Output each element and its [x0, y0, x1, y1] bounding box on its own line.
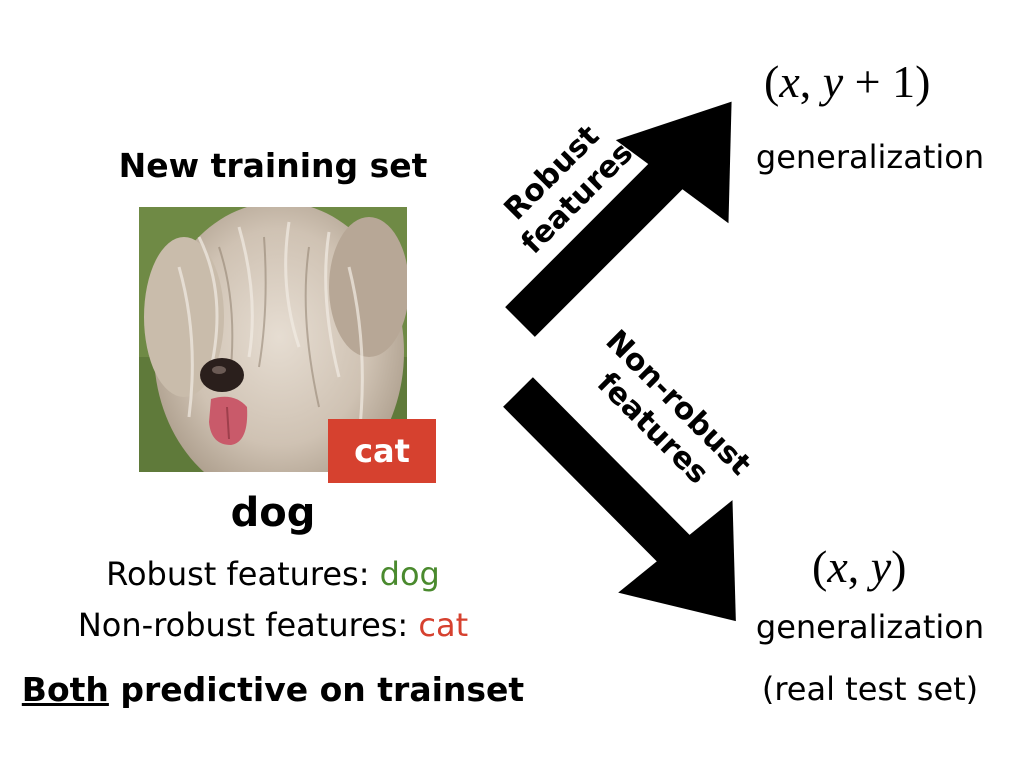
nonrobust-features-line: Non-robust features: cat: [20, 606, 526, 644]
arrow-up-right-icon: [505, 101, 732, 337]
training-set-title: New training set: [118, 146, 428, 185]
robust-features-prefix: Robust features:: [106, 555, 380, 593]
dog-illustration: [139, 207, 407, 472]
generalization-top: generalization: [755, 138, 985, 176]
math-x: x: [827, 541, 848, 592]
adversarial-label-tag: cat: [328, 419, 436, 483]
both-underlined: Both: [21, 670, 109, 709]
math-x-y-plus-1: (x, y + 1): [764, 55, 930, 108]
robust-features-line: Robust features: dog: [40, 555, 506, 593]
nonrobust-features-value: cat: [418, 606, 469, 644]
generalization-bottom: generalization: [755, 608, 985, 646]
math-one: 1: [892, 56, 916, 107]
predictive-on-trainset: predictive on trainset: [108, 670, 525, 709]
math-open-paren: (: [812, 541, 828, 592]
math-close-paren: ): [915, 56, 931, 107]
math-x-y: (x, y): [812, 540, 907, 593]
true-label: dog: [230, 490, 316, 536]
math-y: y: [822, 56, 844, 107]
math-close-paren: ): [891, 541, 907, 592]
both-predictive-footer: Both predictive on trainset: [20, 670, 526, 709]
math-comma: ,: [799, 56, 812, 107]
math-plus: +: [854, 56, 881, 107]
math-open-paren: (: [764, 56, 780, 107]
math-x: x: [779, 56, 800, 107]
robust-features-value: dog: [379, 555, 440, 593]
real-test-set-label: (real test set): [761, 670, 979, 708]
math-y: y: [870, 541, 892, 592]
dog-photo: [139, 207, 407, 472]
arrow-down-right-icon: [503, 377, 736, 622]
nonrobust-features-prefix: Non-robust features:: [77, 606, 419, 644]
math-comma: ,: [847, 541, 860, 592]
